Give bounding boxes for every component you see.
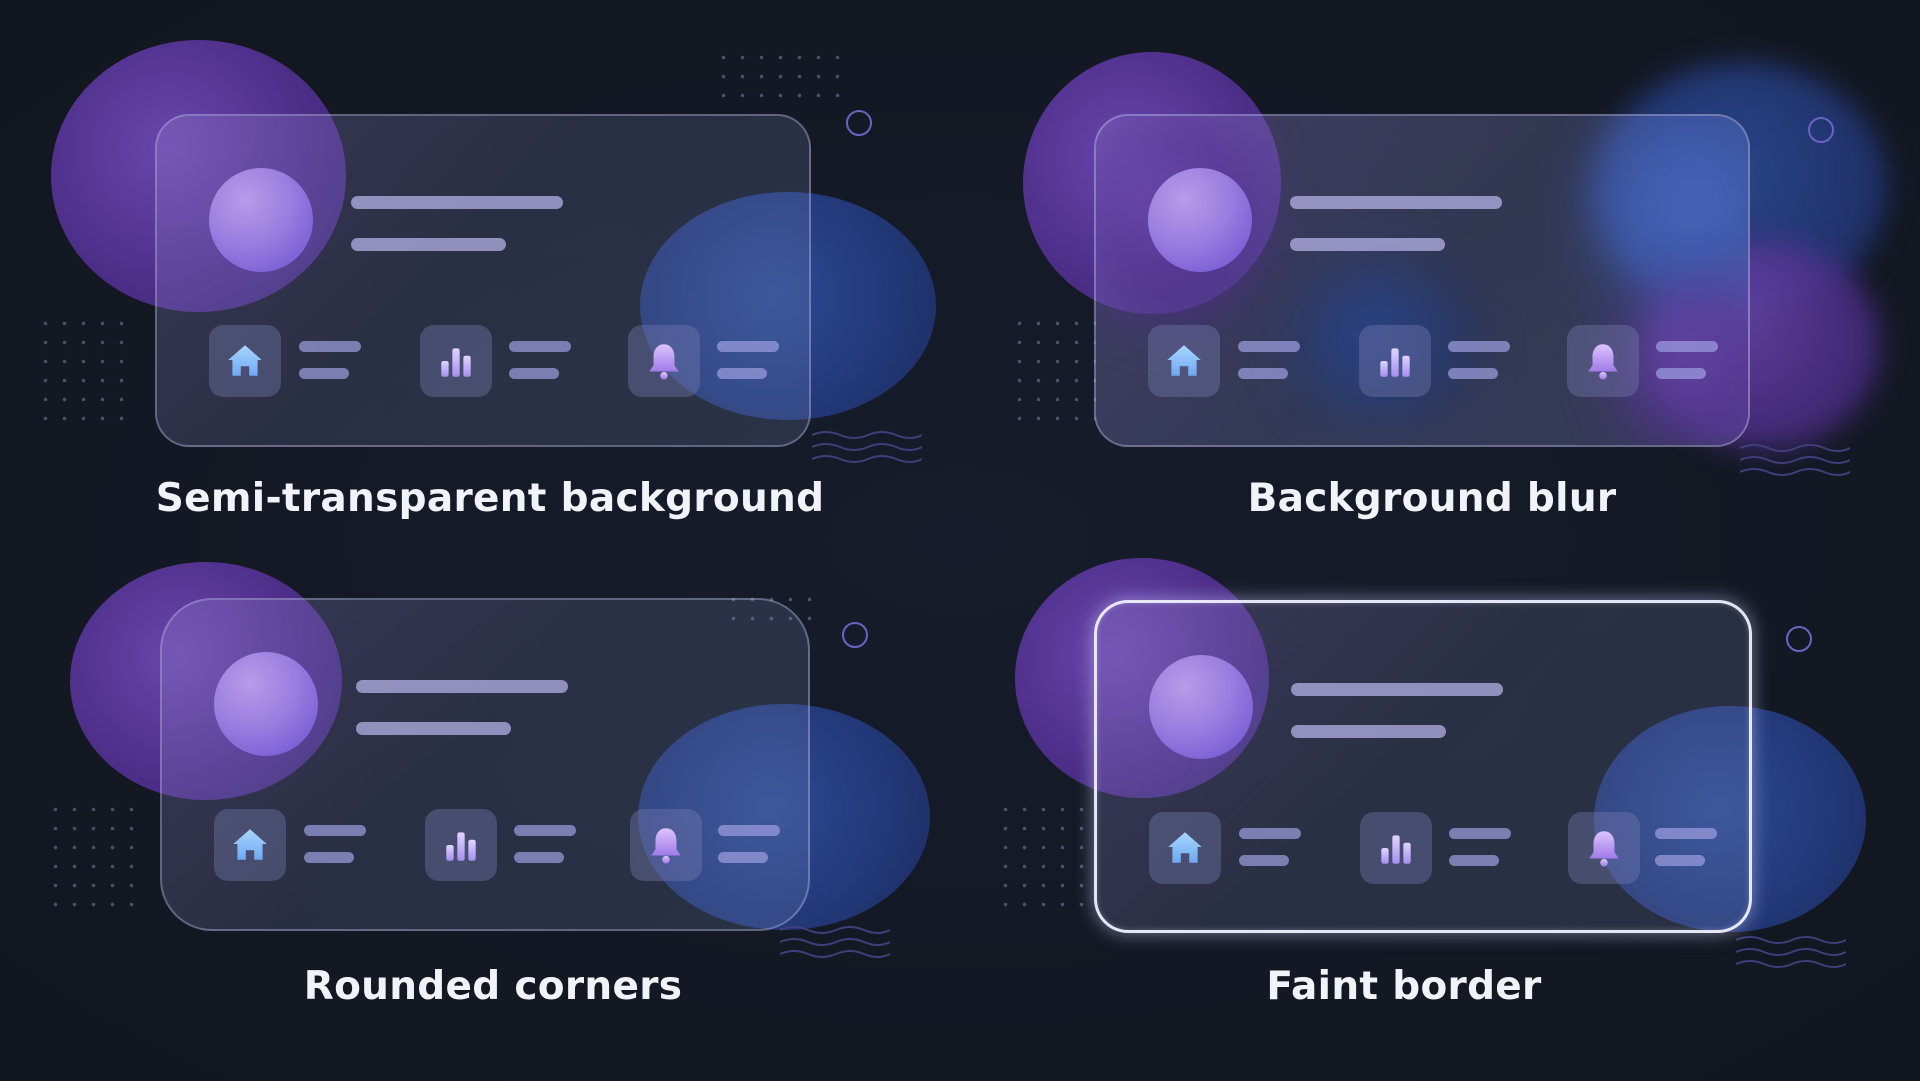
decor-ring (1786, 626, 1812, 652)
label-placeholder (304, 852, 354, 863)
bell-tile (1567, 325, 1639, 397)
label-placeholder (717, 341, 779, 352)
decor-ring (1808, 117, 1834, 143)
label-placeholder (1448, 368, 1498, 379)
text-line-placeholder (351, 238, 506, 251)
home-icon (229, 824, 271, 866)
label-placeholder (509, 341, 571, 352)
decor-dot-grid (996, 800, 1086, 918)
label-placeholder (514, 825, 576, 836)
home-tile (1148, 325, 1220, 397)
label-placeholder (1656, 341, 1718, 352)
label-placeholder (1448, 341, 1510, 352)
label-placeholder (717, 368, 767, 379)
decor-waves (812, 431, 922, 463)
label-placeholder (509, 368, 559, 379)
bar-chart-icon (1374, 340, 1416, 382)
glass-card (1094, 114, 1750, 447)
text-line-placeholder (356, 722, 511, 735)
home-tile (1149, 812, 1221, 884)
bell-tile (630, 809, 702, 881)
bell-icon (1582, 340, 1624, 382)
text-line-placeholder (356, 680, 568, 693)
label-placeholder (1655, 855, 1705, 866)
label-placeholder (299, 368, 349, 379)
text-line-placeholder (1291, 683, 1503, 696)
decor-waves (780, 926, 890, 958)
label-placeholder (304, 825, 366, 836)
bell-icon (643, 340, 685, 382)
text-line-placeholder (1290, 196, 1502, 209)
avatar-placeholder (209, 168, 313, 272)
blurred-backdrop-shape (1296, 266, 1466, 416)
label-placeholder (1239, 828, 1301, 839)
home-icon (1164, 827, 1206, 869)
chart-tile (1359, 325, 1431, 397)
label-placeholder (1449, 828, 1511, 839)
panel-caption: Semi-transparent background (155, 476, 825, 521)
avatar-placeholder (1149, 655, 1253, 759)
avatar-placeholder (1148, 168, 1252, 272)
blurred-backdrop-shape (1596, 116, 1748, 316)
bell-tile (1568, 812, 1640, 884)
home-icon (1163, 340, 1205, 382)
chart-tile (425, 809, 497, 881)
avatar-placeholder (214, 652, 318, 756)
text-line-placeholder (351, 196, 563, 209)
home-tile (214, 809, 286, 881)
decor-dot-grid (36, 314, 132, 432)
panel-caption: Rounded corners (303, 964, 683, 1009)
label-placeholder (1655, 828, 1717, 839)
bar-chart-icon (1375, 827, 1417, 869)
panel-caption: Faint border (1266, 964, 1542, 1009)
decor-dot-grid (714, 48, 840, 108)
label-placeholder (1239, 855, 1289, 866)
chart-tile (1360, 812, 1432, 884)
decor-waves (1740, 444, 1850, 476)
home-icon (224, 340, 266, 382)
decor-purple-blob (51, 40, 346, 312)
home-tile (209, 325, 281, 397)
panel-caption: Background blur (1247, 476, 1617, 521)
label-placeholder (1238, 368, 1288, 379)
text-line-placeholder (1291, 725, 1446, 738)
text-line-placeholder (1290, 238, 1445, 251)
decor-blue-blob (1594, 706, 1866, 932)
bar-chart-icon (435, 340, 477, 382)
label-placeholder (718, 825, 780, 836)
label-placeholder (718, 852, 768, 863)
glass-card (155, 114, 811, 447)
glass-card (160, 598, 810, 931)
label-placeholder (299, 341, 361, 352)
bar-chart-icon (440, 824, 482, 866)
bell-tile (628, 325, 700, 397)
label-placeholder (1238, 341, 1300, 352)
label-placeholder (514, 852, 564, 863)
blurred-backdrop-shape (1616, 286, 1748, 445)
decor-dot-grid (46, 800, 142, 918)
label-placeholder (1449, 855, 1499, 866)
bell-icon (645, 824, 687, 866)
glass-card (1094, 600, 1752, 933)
chart-tile (420, 325, 492, 397)
decor-ring (846, 110, 872, 136)
decor-dot-grid (1010, 314, 1096, 432)
label-placeholder (1656, 368, 1706, 379)
bell-icon (1583, 827, 1625, 869)
decor-ring (842, 622, 868, 648)
decor-waves (1736, 936, 1846, 968)
decor-blue-blob (640, 192, 936, 420)
